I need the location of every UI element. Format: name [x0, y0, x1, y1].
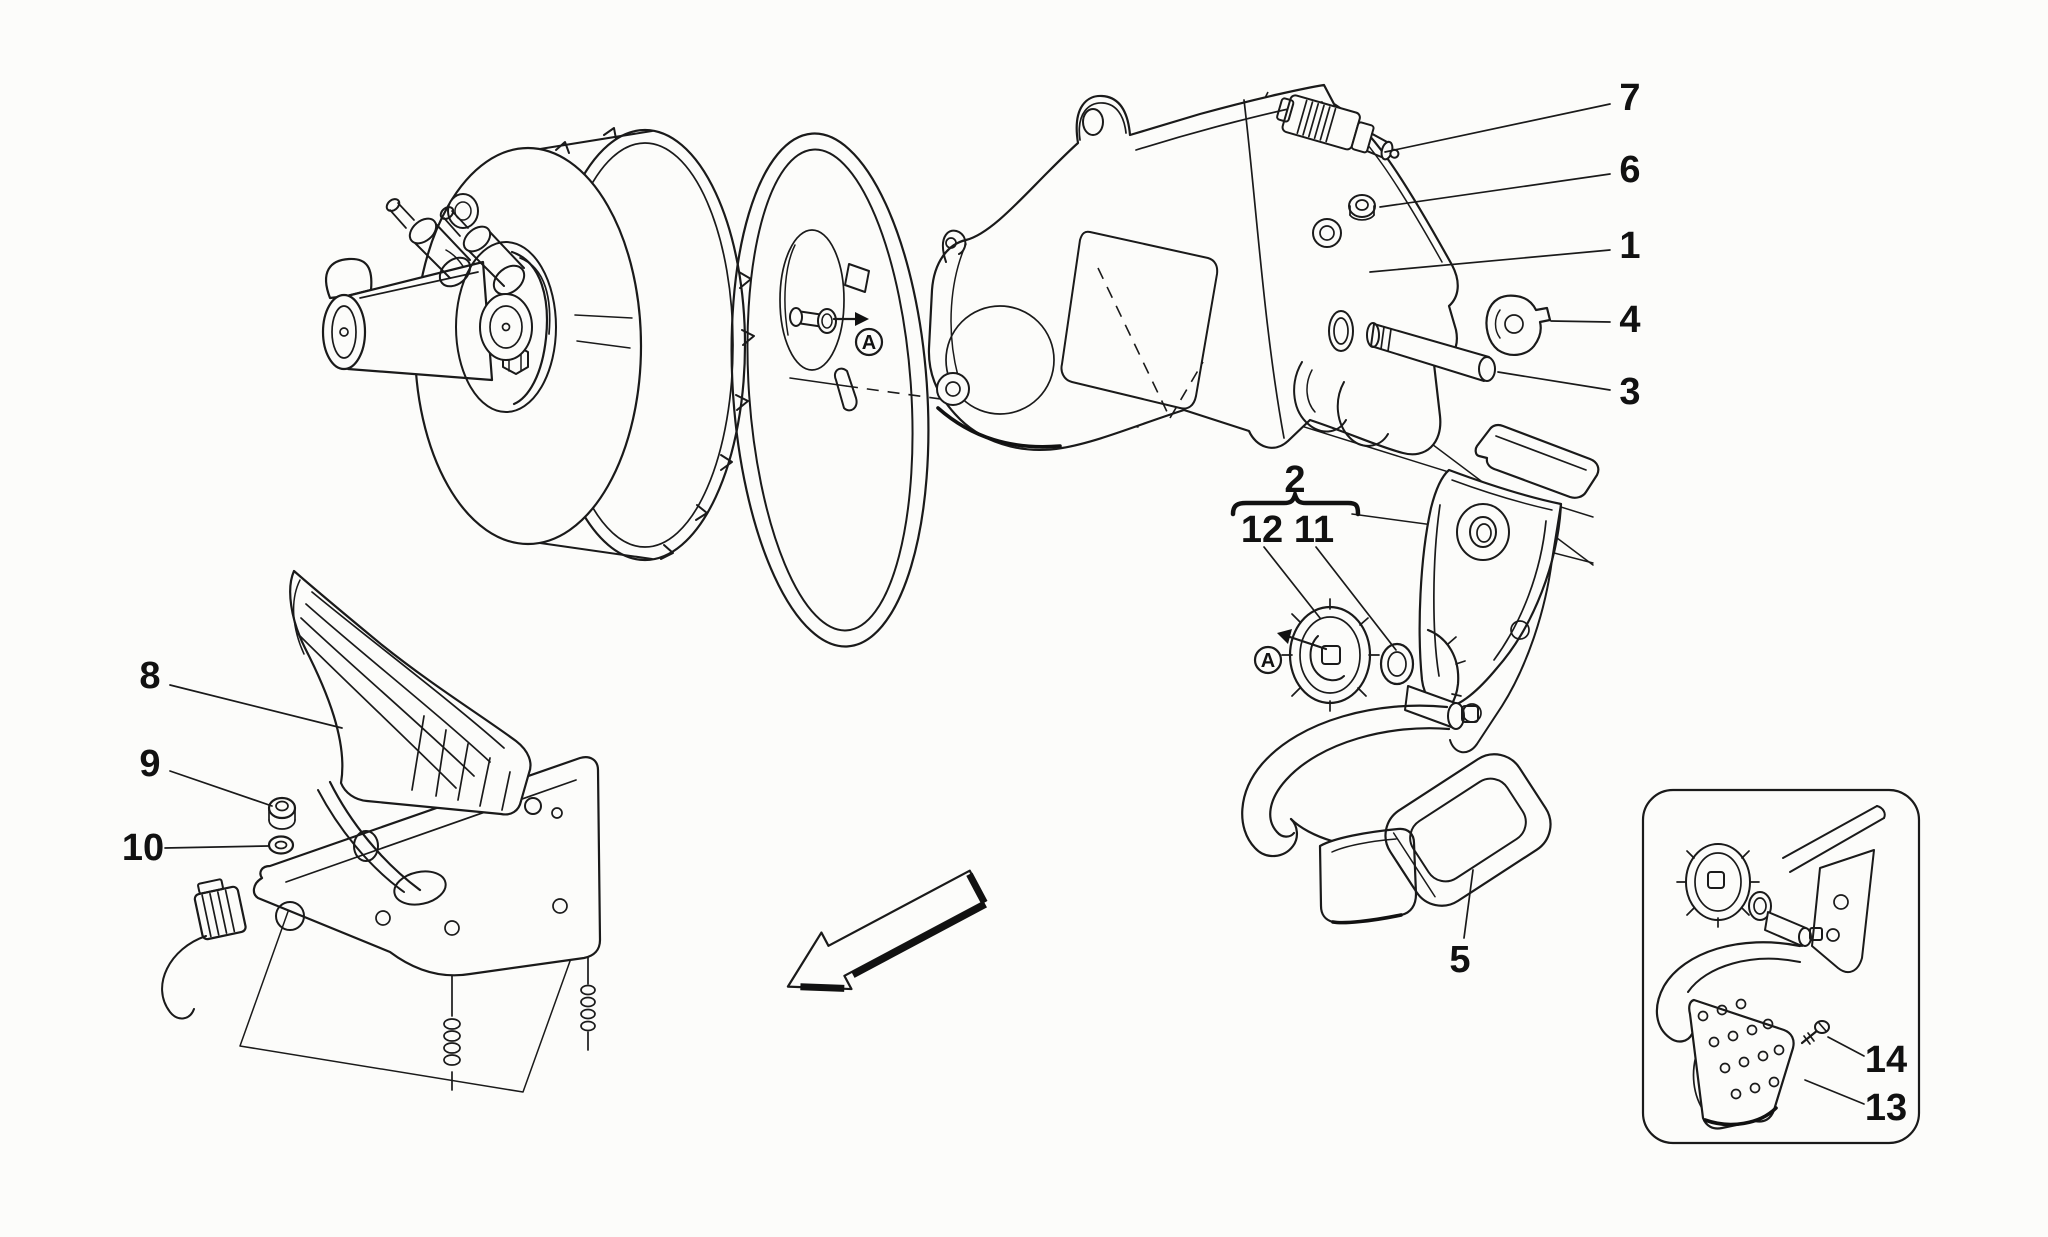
- connector-drawing: [161, 878, 247, 1020]
- callout-4[interactable]: 4: [1619, 299, 1640, 341]
- hydraulic-fitting-front: [385, 198, 472, 288]
- callout-12[interactable]: 12: [1241, 509, 1283, 551]
- callout-1[interactable]: 1: [1619, 225, 1640, 267]
- callout-11[interactable]: 11: [1294, 509, 1334, 551]
- bulkhead-plate-drawing: [730, 132, 930, 648]
- accelerator-pedal-drawing: [161, 569, 602, 1093]
- callout-14[interactable]: 14: [1865, 1039, 1907, 1081]
- master-cylinder-drawing: [321, 198, 526, 382]
- group-brace: [1230, 487, 1361, 517]
- wire: [161, 935, 207, 1020]
- view-a-letter: A: [862, 332, 876, 354]
- callout-9[interactable]: 9: [139, 743, 160, 785]
- footplate-drawing: [1688, 998, 1795, 1130]
- callout-5[interactable]: 5: [1449, 939, 1470, 981]
- callout-7[interactable]: 7: [1619, 77, 1640, 119]
- clip-drawing: [1485, 294, 1552, 356]
- inset-detail-box: [1641, 788, 1921, 1145]
- callout-13[interactable]: 13: [1865, 1087, 1907, 1129]
- pedal-arm-drawing: [1241, 704, 1451, 925]
- screw-drawing: [1800, 1020, 1830, 1045]
- direction-arrow-icon: [786, 869, 988, 992]
- locknut-drawing: [267, 796, 297, 830]
- pedal-housing-drawing: [927, 83, 1459, 456]
- view-a-letter: A: [1261, 650, 1275, 672]
- arrowhead-icon: [855, 312, 869, 326]
- bushing-drawing: [1281, 598, 1479, 730]
- section-a-marker-servo: A: [832, 312, 884, 357]
- callout-6[interactable]: 6: [1619, 149, 1640, 191]
- pin-drawing: [1366, 322, 1496, 382]
- servo-hub-drawing: [455, 241, 557, 413]
- callout-leaders: [164, 103, 1865, 1105]
- nut-drawing: [1348, 194, 1376, 221]
- callout-2[interactable]: 2: [1284, 459, 1305, 501]
- washer-drawing: [267, 835, 295, 855]
- arrowhead-icon: [1277, 629, 1292, 644]
- section-a-marker-pedal: A: [1253, 629, 1328, 675]
- callout-8[interactable]: 8: [139, 655, 160, 697]
- stop-switch-drawing: [1276, 94, 1400, 161]
- pedal-rubber-drawing: [1384, 753, 1552, 907]
- callout-3[interactable]: 3: [1619, 371, 1640, 413]
- hydraulic-fitting-rear: [439, 206, 526, 296]
- callout-10[interactable]: 10: [122, 827, 164, 869]
